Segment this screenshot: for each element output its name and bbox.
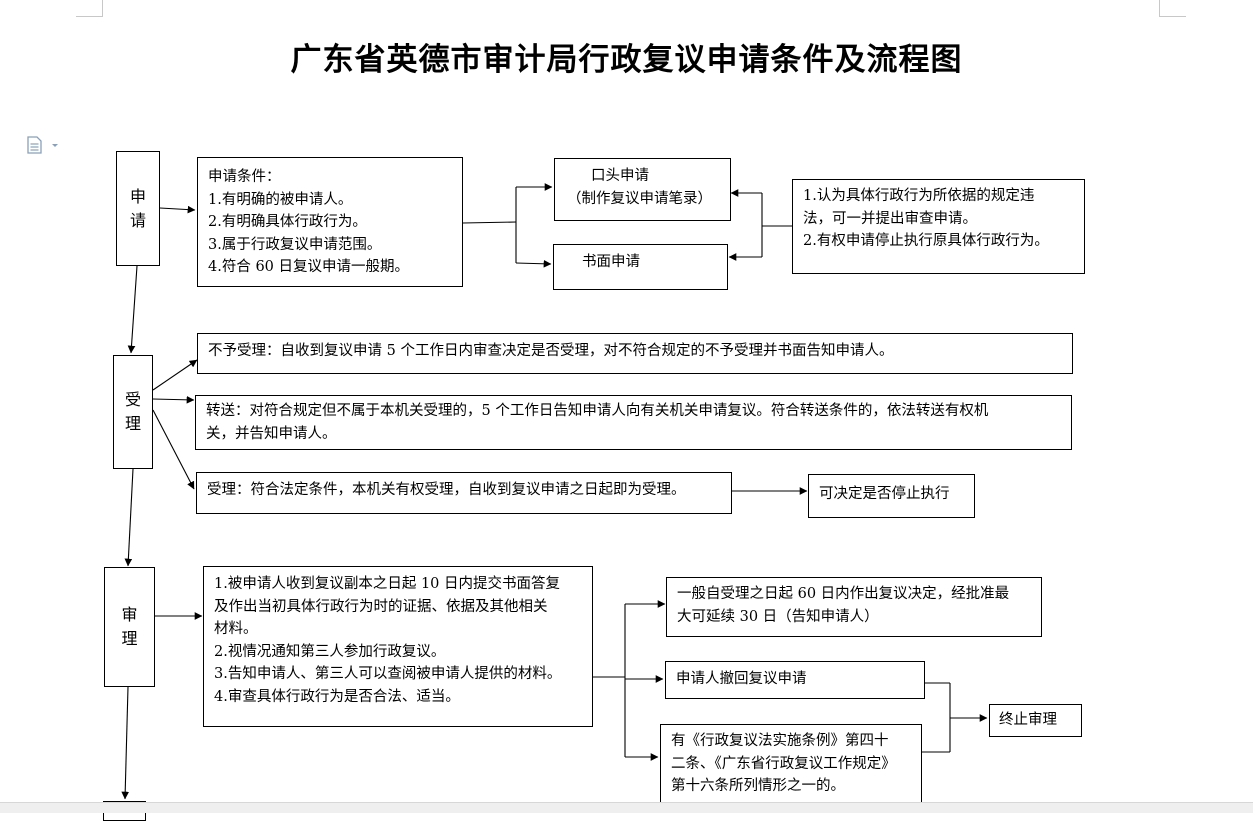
- other-cases-box: 有《行政复议法实施条例》第四十 二条、《广东省行政复议工作规定》 第十六条所列情…: [660, 724, 922, 806]
- transfer-box: 转送：对符合规定但不属于本机关受理的，5 个工作日告知申请人向有关机关申请复议。…: [195, 395, 1072, 450]
- document-icon[interactable]: [26, 136, 60, 154]
- accept-box: 受理：符合法定条件，本机关有权受理，自收到复议申请之日起即为受理。: [196, 472, 732, 514]
- oral-apply-box: 口头申请 （制作复议申请笔录）: [554, 158, 731, 221]
- withdraw-box: 申请人撤回复议申请: [665, 661, 925, 699]
- decision-box: 一般自受理之日起 60 日内作出复议决定，经批准最 大可延续 30 日（告知申请…: [666, 577, 1042, 637]
- terminate-box: 终止审理: [989, 704, 1082, 737]
- dropdown-caret-icon: [52, 144, 58, 147]
- stage-apply: 申请: [116, 151, 160, 266]
- suspend-box: 可决定是否停止执行: [808, 474, 975, 518]
- reject-box: 不予受理：自收到复议申请 5 个工作日内审查决定是否受理，对不符合规定的不予受理…: [197, 333, 1073, 374]
- page-corner-mark-left: [76, 0, 103, 17]
- apply-notes-box: 1.认为具体行政行为所依据的规定违 法，可一并提出审查申请。 2.有权申请停止执…: [792, 179, 1085, 274]
- page-title: 广东省英德市审计局行政复议申请条件及流程图: [290, 42, 963, 78]
- horizontal-scrollbar[interactable]: [0, 802, 1253, 813]
- page-corner-mark-right: [1159, 0, 1186, 17]
- review-steps-box: 1.被申请人收到复议副本之日起 10 日内提交书面答复 及作出当初具体行政行为时…: [203, 566, 593, 727]
- stage-accept: 受理: [113, 355, 153, 469]
- stage-review: 审理: [104, 567, 155, 687]
- written-apply-box: 书面申请: [553, 244, 728, 290]
- apply-conditions-box: 申请条件： 1.有明确的被申请人。 2.有明确具体行政行为。 3.属于行政复议申…: [197, 157, 463, 287]
